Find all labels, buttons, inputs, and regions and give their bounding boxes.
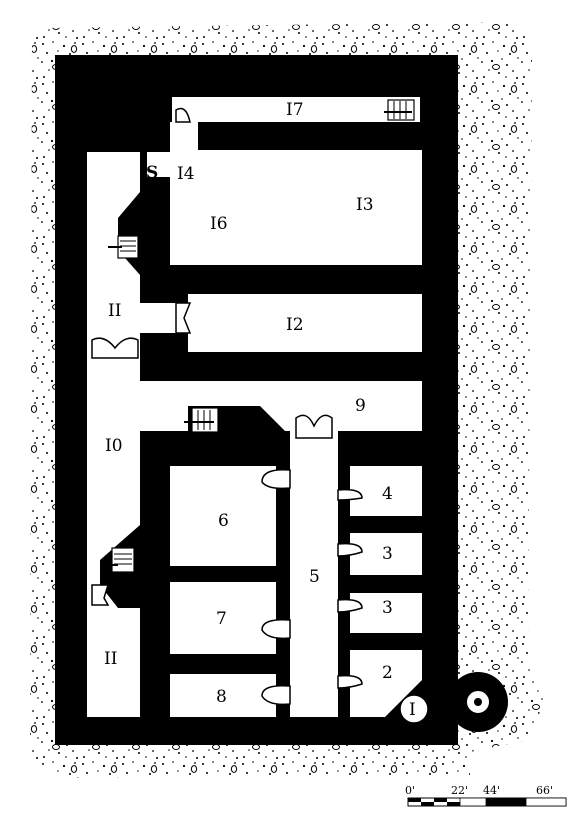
scale-tick-0: 0' (405, 784, 415, 797)
room-label-6: 6 (218, 511, 229, 531)
round-feature (465, 689, 491, 715)
stair-block-room9 (184, 406, 290, 436)
stair-block-room17 (384, 99, 415, 121)
doors (91, 107, 363, 706)
room-label-15: I4 (177, 164, 195, 184)
scale-tick-22: 22' (451, 784, 468, 797)
secret-door-marker: S (146, 163, 158, 183)
door-8 (261, 684, 291, 706)
room-1-circle (399, 694, 429, 724)
room-label-7: 7 (216, 609, 227, 629)
scale-tick-66: 66' (536, 784, 553, 797)
room-label-11: II (104, 649, 117, 669)
room-label-1: I (409, 700, 416, 720)
door-7 (261, 618, 291, 640)
room-label-16: I6 (210, 214, 228, 234)
door-17 (175, 107, 191, 123)
room-label-3a: 3 (382, 544, 393, 564)
room-label-13: I2 (286, 315, 304, 335)
door-6 (261, 469, 291, 490)
room-label-10: I0 (105, 436, 123, 456)
room-label-9: 9 (355, 396, 366, 416)
room-label-5: 5 (309, 567, 320, 587)
room-label-17: I7 (286, 100, 304, 120)
room-labels: I7 I4 I6 I3 II I2 9 I0 4 6 3 5 3 7 II 2 … (104, 100, 416, 720)
room-label-2: 2 (382, 663, 393, 683)
room-label-14: I3 (356, 195, 374, 215)
scale-bar: 0' 22' 44' 66' (405, 784, 567, 807)
room-label-12: II (108, 301, 121, 321)
stair-block-lower (100, 525, 140, 608)
door-3a (337, 542, 363, 557)
door-10-12 (91, 337, 139, 359)
door-11 (91, 584, 110, 606)
room-label-3b: 3 (382, 598, 393, 618)
door-4 (337, 488, 363, 501)
door-3b (337, 598, 363, 613)
door-2 (337, 674, 363, 689)
door-12-13 (175, 302, 192, 334)
stair-block-upper (108, 192, 162, 275)
room-label-8: 8 (216, 687, 227, 707)
door-5-top (295, 414, 333, 439)
scale-tick-44: 44' (483, 784, 500, 797)
room-label-4: 4 (382, 484, 393, 504)
